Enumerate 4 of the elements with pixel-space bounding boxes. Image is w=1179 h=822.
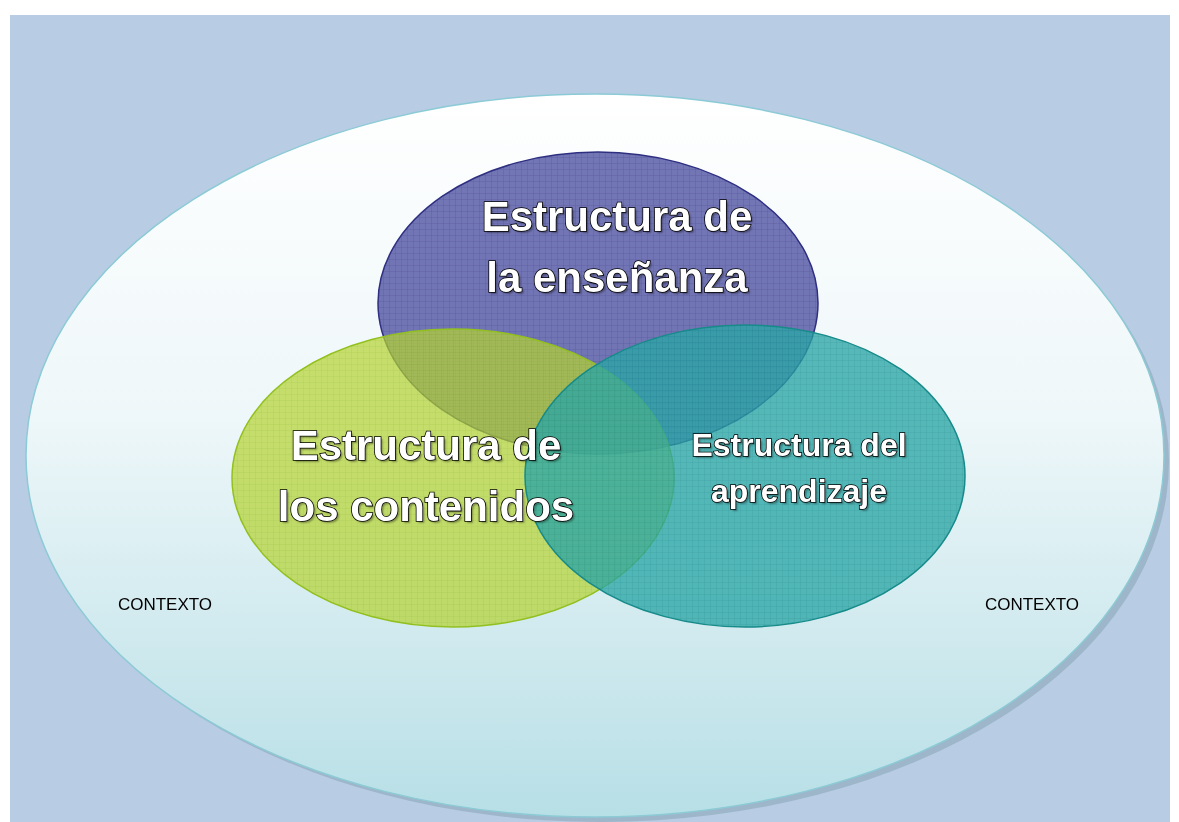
ellipse-title: Estructura de la enseñanza (480, 192, 754, 303)
context-label: CONTEXTO (983, 594, 1081, 616)
context-label: CONTEXTO (116, 594, 214, 616)
ellipse-title: Estructura del aprendizaje (690, 426, 908, 512)
